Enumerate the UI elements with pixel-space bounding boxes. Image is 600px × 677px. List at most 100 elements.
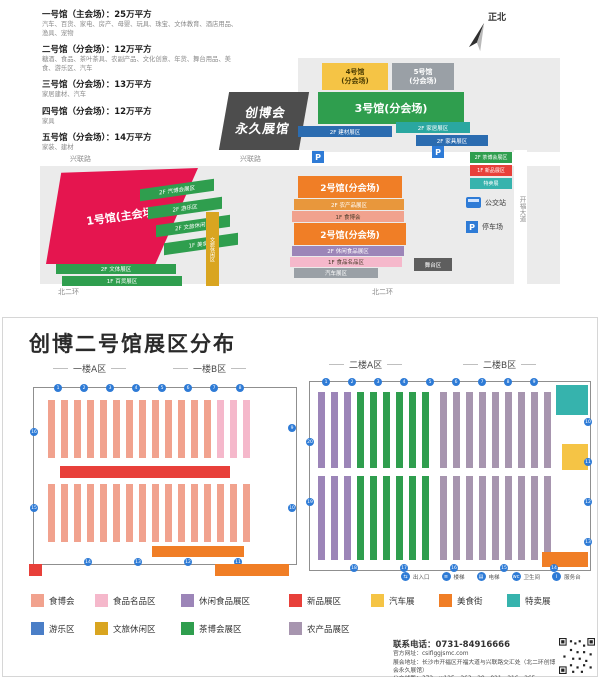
booth-bar xyxy=(100,400,107,458)
legend-swatch xyxy=(181,622,194,635)
legend-item: 食品名品区 xyxy=(95,594,156,607)
legend-item: 农产品展区 xyxy=(289,622,350,635)
booth-bar xyxy=(139,484,146,542)
contact-phone: 联系电话：0731-84916666 xyxy=(393,640,511,650)
legend-label: 食博会 xyxy=(49,596,75,607)
booth-bar xyxy=(357,392,364,468)
booth-marker: 8 xyxy=(236,384,244,392)
booth-marker: 11 xyxy=(584,458,592,466)
booth-bar xyxy=(331,392,338,468)
strip-chabohui: 2F 茶博会展区 xyxy=(470,152,512,163)
booth-marker: 12 xyxy=(584,498,592,506)
hall-info-item: 二号馆（分会场）：12万平方糖酒、食品、茶叶茶具、农副产品、文化创意、年货、舞台… xyxy=(42,43,240,73)
booth-bar xyxy=(178,484,185,542)
booth-bar xyxy=(422,476,429,560)
hall-info-name: 二号馆（分会场）：12万平方 xyxy=(42,45,152,55)
booth-bar xyxy=(492,392,499,468)
legend-label: 农产品展区 xyxy=(307,624,350,635)
parking-label: 停车场 xyxy=(482,223,503,231)
booth-bar xyxy=(479,476,486,560)
booth-bar xyxy=(440,476,447,560)
bus-label: 公交站 xyxy=(485,198,506,207)
legend-label: 新品展区 xyxy=(307,596,342,607)
booth-bar xyxy=(61,484,68,542)
hall-4-sub: (分会场) xyxy=(341,76,369,85)
booth-bar xyxy=(152,400,159,458)
strip-baihuo: 1F 百货展区 xyxy=(62,276,182,286)
legend-item: 汽车展 xyxy=(371,594,415,607)
booth-bar xyxy=(100,484,107,542)
booth-bar xyxy=(191,400,198,458)
road-label-vertical: 开福大道 xyxy=(518,196,526,222)
poi-bus-stop: 公交站 xyxy=(466,197,506,208)
hall-5: 5号馆 (分会场) xyxy=(392,63,454,90)
booth-bar xyxy=(318,476,325,560)
booth-bar xyxy=(126,484,133,542)
booth-bar xyxy=(152,546,244,557)
strip-xinpin: 1F 新品展区 xyxy=(470,165,512,176)
booth-bar xyxy=(544,476,551,560)
hall-info-item: 三号馆（分会场）：13万平方家居建材、汽车 xyxy=(42,78,240,100)
hall-info-name: 五号馆（分会场）：14万平方 xyxy=(42,133,152,143)
booth-bar xyxy=(370,476,377,560)
booth-bar xyxy=(409,392,416,468)
booth-marker: 9 xyxy=(530,378,538,386)
facility-label: 电梯 xyxy=(488,574,500,581)
booth-marker: 7 xyxy=(478,378,486,386)
booth-bar xyxy=(453,476,460,560)
booth-bar xyxy=(344,476,351,560)
booth-marker: 17 xyxy=(400,564,408,572)
booth-bar xyxy=(544,392,551,468)
booth-bar xyxy=(61,400,68,458)
hall-4: 4号馆 (分会场) xyxy=(322,63,388,90)
booth-bar xyxy=(87,400,94,458)
booth-marker: 9 xyxy=(288,424,296,432)
facility-icon: ▤ xyxy=(476,572,486,581)
booth-bar xyxy=(230,484,237,542)
booth-bar xyxy=(48,400,55,458)
strip-mingpin: 1F 食品名品区 xyxy=(290,257,402,267)
booth-marker: 2 xyxy=(80,384,88,392)
booth-bar xyxy=(217,400,224,458)
parking-p-icon: P xyxy=(432,146,444,158)
booth-bar xyxy=(217,484,224,542)
facility-icon: i xyxy=(552,572,562,581)
zone-label-1f-a: 一楼A区 xyxy=(53,362,126,375)
booth-bar xyxy=(344,392,351,468)
road-beierhuan xyxy=(40,284,560,300)
zone-label-2f-a: 二楼A区 xyxy=(329,358,402,371)
legend-item: 休闲食品展区 xyxy=(181,594,250,607)
legend-swatch xyxy=(371,594,384,607)
booth-bar xyxy=(178,400,185,458)
booth-bar xyxy=(505,476,512,560)
hall-info-desc: 汽车、百货、家电、房产、母婴、玩具、珠宝、文体教育、酒店用品、渔具、宠物 xyxy=(42,21,238,37)
strip-temai: 特卖展 xyxy=(470,178,512,189)
legend-swatch xyxy=(95,622,108,635)
booth-bar xyxy=(562,444,588,470)
legend-label: 茶博会展区 xyxy=(199,624,242,635)
booth-bar xyxy=(396,392,403,468)
booth-bar xyxy=(318,392,325,468)
booth-bar xyxy=(518,476,525,560)
plan-left-red-block xyxy=(29,564,42,576)
legend-label: 文旅休闲区 xyxy=(113,624,156,635)
legend-item: 特卖展 xyxy=(507,594,551,607)
booth-marker: 16 xyxy=(450,564,458,572)
facility-label: 服务台 xyxy=(564,574,581,581)
legend-swatch xyxy=(31,594,44,607)
booth-marker: 15 xyxy=(30,504,38,512)
booth-marker: 1 xyxy=(322,378,330,386)
booth-bar xyxy=(113,484,120,542)
hall-info-name: 一号馆（主会场）：25万平方 xyxy=(42,10,152,20)
booth-bar xyxy=(139,400,146,458)
booth-bar xyxy=(357,476,364,560)
hall-2a: 2号馆(分会场) xyxy=(298,176,402,198)
legend-swatch xyxy=(31,622,44,635)
strip-jiaju2: 2F 家具展区 xyxy=(416,135,488,146)
strip-wutai: 舞台区 xyxy=(414,258,452,271)
road-label: 北二环 xyxy=(58,288,79,296)
